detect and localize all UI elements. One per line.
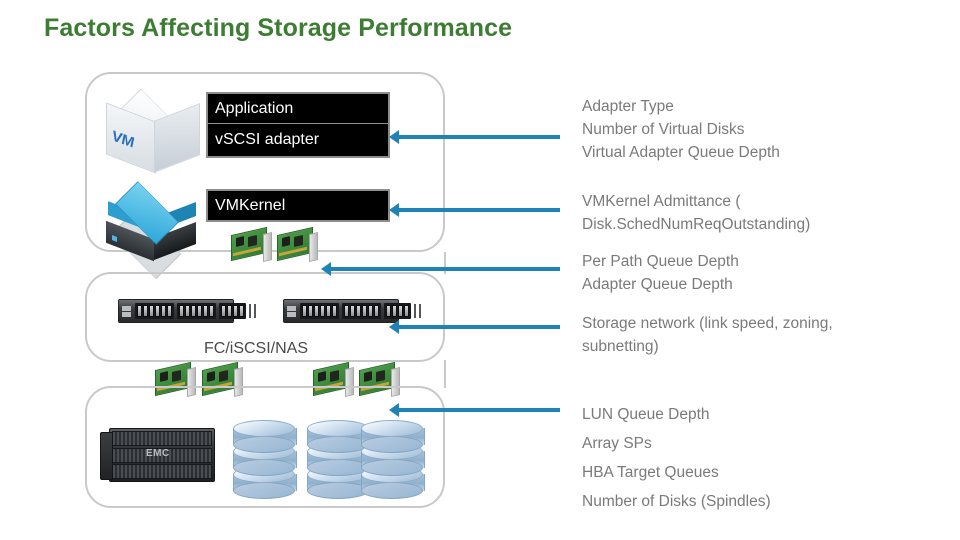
switch-uplink-port [254, 304, 256, 318]
note-line: Per Path Queue Depth [582, 253, 739, 270]
switch-port-group [135, 303, 174, 319]
zone-connector [444, 252, 446, 274]
switch-status-leds [122, 305, 131, 317]
label-vmkernel: VMKernel [206, 189, 390, 222]
note-network: Storage network (link speed, zoning, sub… [582, 312, 833, 358]
arrow-fabric [389, 320, 560, 334]
network-switch-icon [283, 299, 421, 323]
hba-chip [172, 369, 181, 383]
storage-array-shelf [112, 431, 212, 446]
switch-uplink-port [419, 304, 421, 318]
disk-stack-icon [307, 420, 371, 499]
zone-fabric [85, 272, 445, 362]
note-line: VMKernel Admittance ( [582, 193, 741, 210]
note-line: Virtual Adapter Queue Depth [582, 144, 780, 161]
note-line: Adapter Queue Depth [582, 276, 733, 293]
hba-chip [318, 371, 326, 382]
hba-chip [376, 369, 385, 383]
note-line: Disk.SchedNumReqOutstanding) [582, 216, 811, 233]
label-vscsi-adapter: vSCSI adapter [206, 124, 390, 158]
hba-chip [207, 371, 215, 382]
switch-port-group [384, 303, 411, 319]
note-lun: LUN Queue Depth Array SPs HBA Target Que… [582, 400, 771, 516]
hba-chip [330, 369, 339, 383]
switch-port-group [300, 303, 339, 319]
arrow-vmkernel [389, 203, 560, 217]
storage-array-logo: EMC [146, 448, 170, 459]
switch-status-leds [287, 305, 296, 317]
note-line: LUN Queue Depth [582, 406, 710, 423]
zone-connector [444, 360, 446, 388]
hba-card-icon [231, 226, 275, 263]
disk-cylinder [233, 420, 297, 453]
arrow-path [321, 262, 560, 276]
note-line: Adapter Type [582, 98, 674, 115]
switch-port-group [177, 303, 216, 319]
storage-array-ear [100, 432, 113, 480]
storage-array-body [109, 428, 215, 482]
label-fabric: FC/iSCSI/NAS [204, 340, 309, 357]
hba-bracket [309, 231, 318, 263]
disk-stack-icon [233, 420, 297, 499]
hba-card-icon [277, 226, 321, 263]
arrow-vscsi [389, 130, 560, 144]
hba-chip [364, 371, 372, 382]
note-vmkernel: VMKernel Admittance ( Disk.SchedNumReqOu… [582, 190, 810, 236]
note-line: subnetting) [582, 338, 659, 355]
note-line: Number of Virtual Disks [582, 121, 745, 138]
disk-cylinder [307, 420, 371, 453]
hba-chip [282, 236, 290, 247]
storage-array-icon: EMC [100, 428, 216, 482]
switch-port-group [219, 303, 246, 319]
note-adapter: Adapter Type Number of Virtual Disks Vir… [582, 95, 780, 164]
hba-chip [248, 234, 257, 248]
hba-bracket [263, 231, 272, 263]
network-switch-icon [118, 299, 256, 323]
page-title: Factors Affecting Storage Performance [44, 14, 513, 42]
arrow-lun [389, 403, 560, 417]
esx-host-icon [100, 181, 204, 280]
switch-uplink-port [249, 304, 251, 318]
note-line: Number of Disks (Spindles) [582, 493, 771, 510]
note-line: Storage network (link speed, zoning, [582, 315, 833, 332]
hba-chip [160, 371, 168, 382]
note-line: HBA Target Queues [582, 464, 719, 481]
disk-stack-icon [361, 420, 425, 499]
hba-chip [294, 234, 303, 248]
switch-port-group [342, 303, 381, 319]
label-application: Application [206, 92, 390, 124]
note-line: Array SPs [582, 435, 652, 452]
disk-cylinder [233, 443, 297, 476]
disk-cylinder [361, 420, 425, 453]
hba-chip [219, 369, 228, 383]
storage-array-shelf [112, 464, 212, 479]
switch-uplink-port [414, 304, 416, 318]
vm-cube-icon: VM [100, 86, 204, 178]
note-path: Per Path Queue Depth Adapter Queue Depth [582, 250, 739, 296]
hba-chip [236, 236, 244, 247]
zone-array [85, 386, 445, 508]
